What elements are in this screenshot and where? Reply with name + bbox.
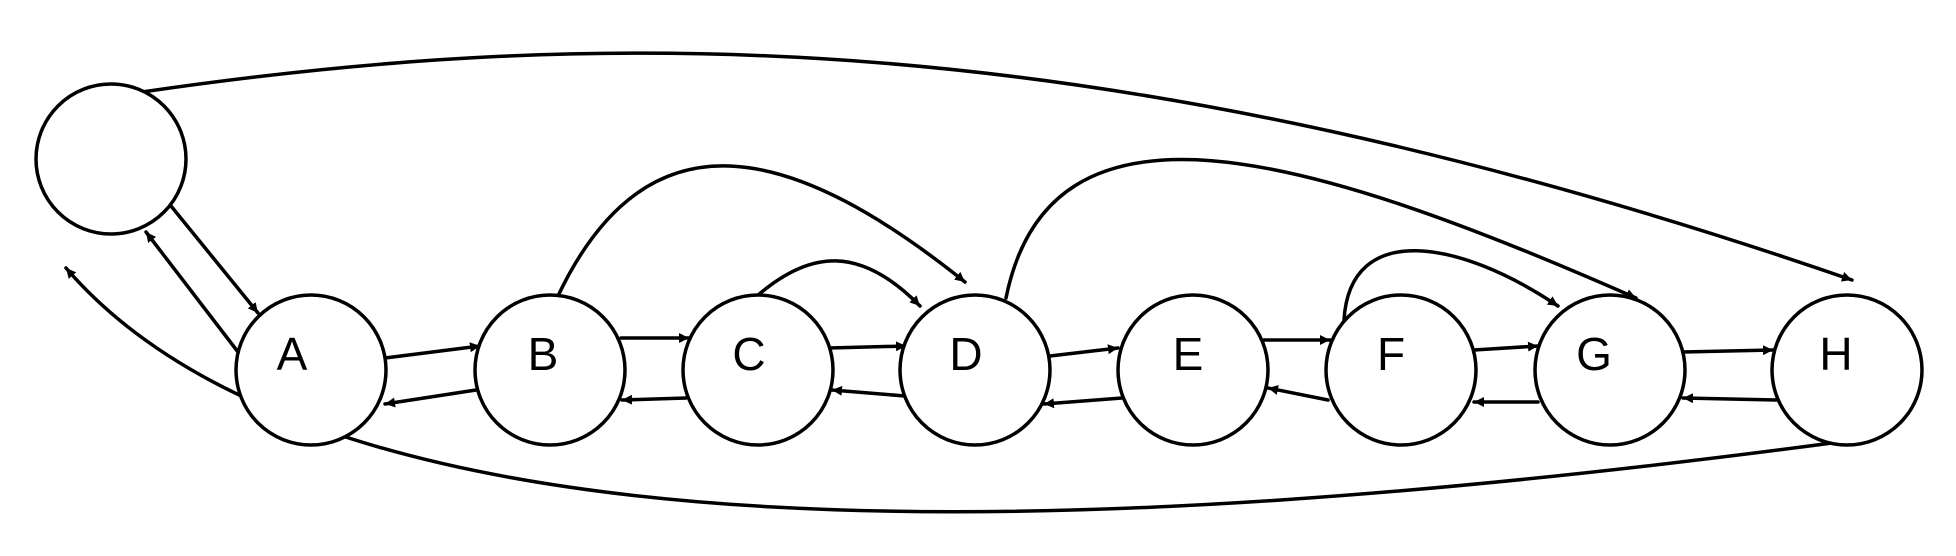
edge-c-to-b [620, 394, 688, 405]
node-h: H [1770, 293, 1924, 447]
node-c-label: C [732, 328, 765, 380]
node-e-label: E [1173, 328, 1204, 380]
edge-root-to-h [140, 51, 1854, 282]
node-f-label: F [1377, 328, 1405, 380]
node-b: B [473, 293, 627, 447]
edge-a-to-root [144, 230, 240, 354]
edge-d-to-c [830, 385, 907, 398]
nodes-layer: A B C D E F G [34, 82, 1924, 447]
node-a: A [234, 293, 388, 447]
node-root [34, 82, 188, 236]
node-f: F [1324, 293, 1478, 447]
edge-f-to-g [1342, 249, 1560, 322]
node-e: E [1116, 293, 1270, 447]
edge-h-to-g [1681, 393, 1778, 404]
node-d: D [898, 293, 1052, 447]
edge-root-to-a [169, 204, 260, 315]
edges-layer [64, 51, 1854, 514]
edge-c-to-d [755, 259, 922, 308]
edge-f-to-g [1472, 341, 1540, 352]
node-b-label: B [528, 328, 559, 380]
node-g: G [1533, 293, 1687, 447]
edge-g-to-h [1681, 345, 1775, 356]
node-d-label: D [949, 328, 982, 380]
node-c: C [681, 293, 835, 447]
node-h-label: H [1819, 328, 1852, 380]
edge-b-to-d [555, 164, 967, 300]
node-a-label: A [277, 328, 308, 380]
edge-d-to-e [1048, 344, 1120, 358]
edge-a-to-b [383, 342, 482, 360]
edge-d-to-g [1004, 157, 1638, 300]
edge-b-to-a [383, 388, 478, 408]
edge-f-to-e [1266, 385, 1330, 402]
node-g-label: G [1576, 328, 1612, 380]
edge-h-to-root [64, 266, 1834, 514]
edge-e-to-d [1042, 396, 1124, 409]
edge-c-to-d [827, 341, 908, 352]
